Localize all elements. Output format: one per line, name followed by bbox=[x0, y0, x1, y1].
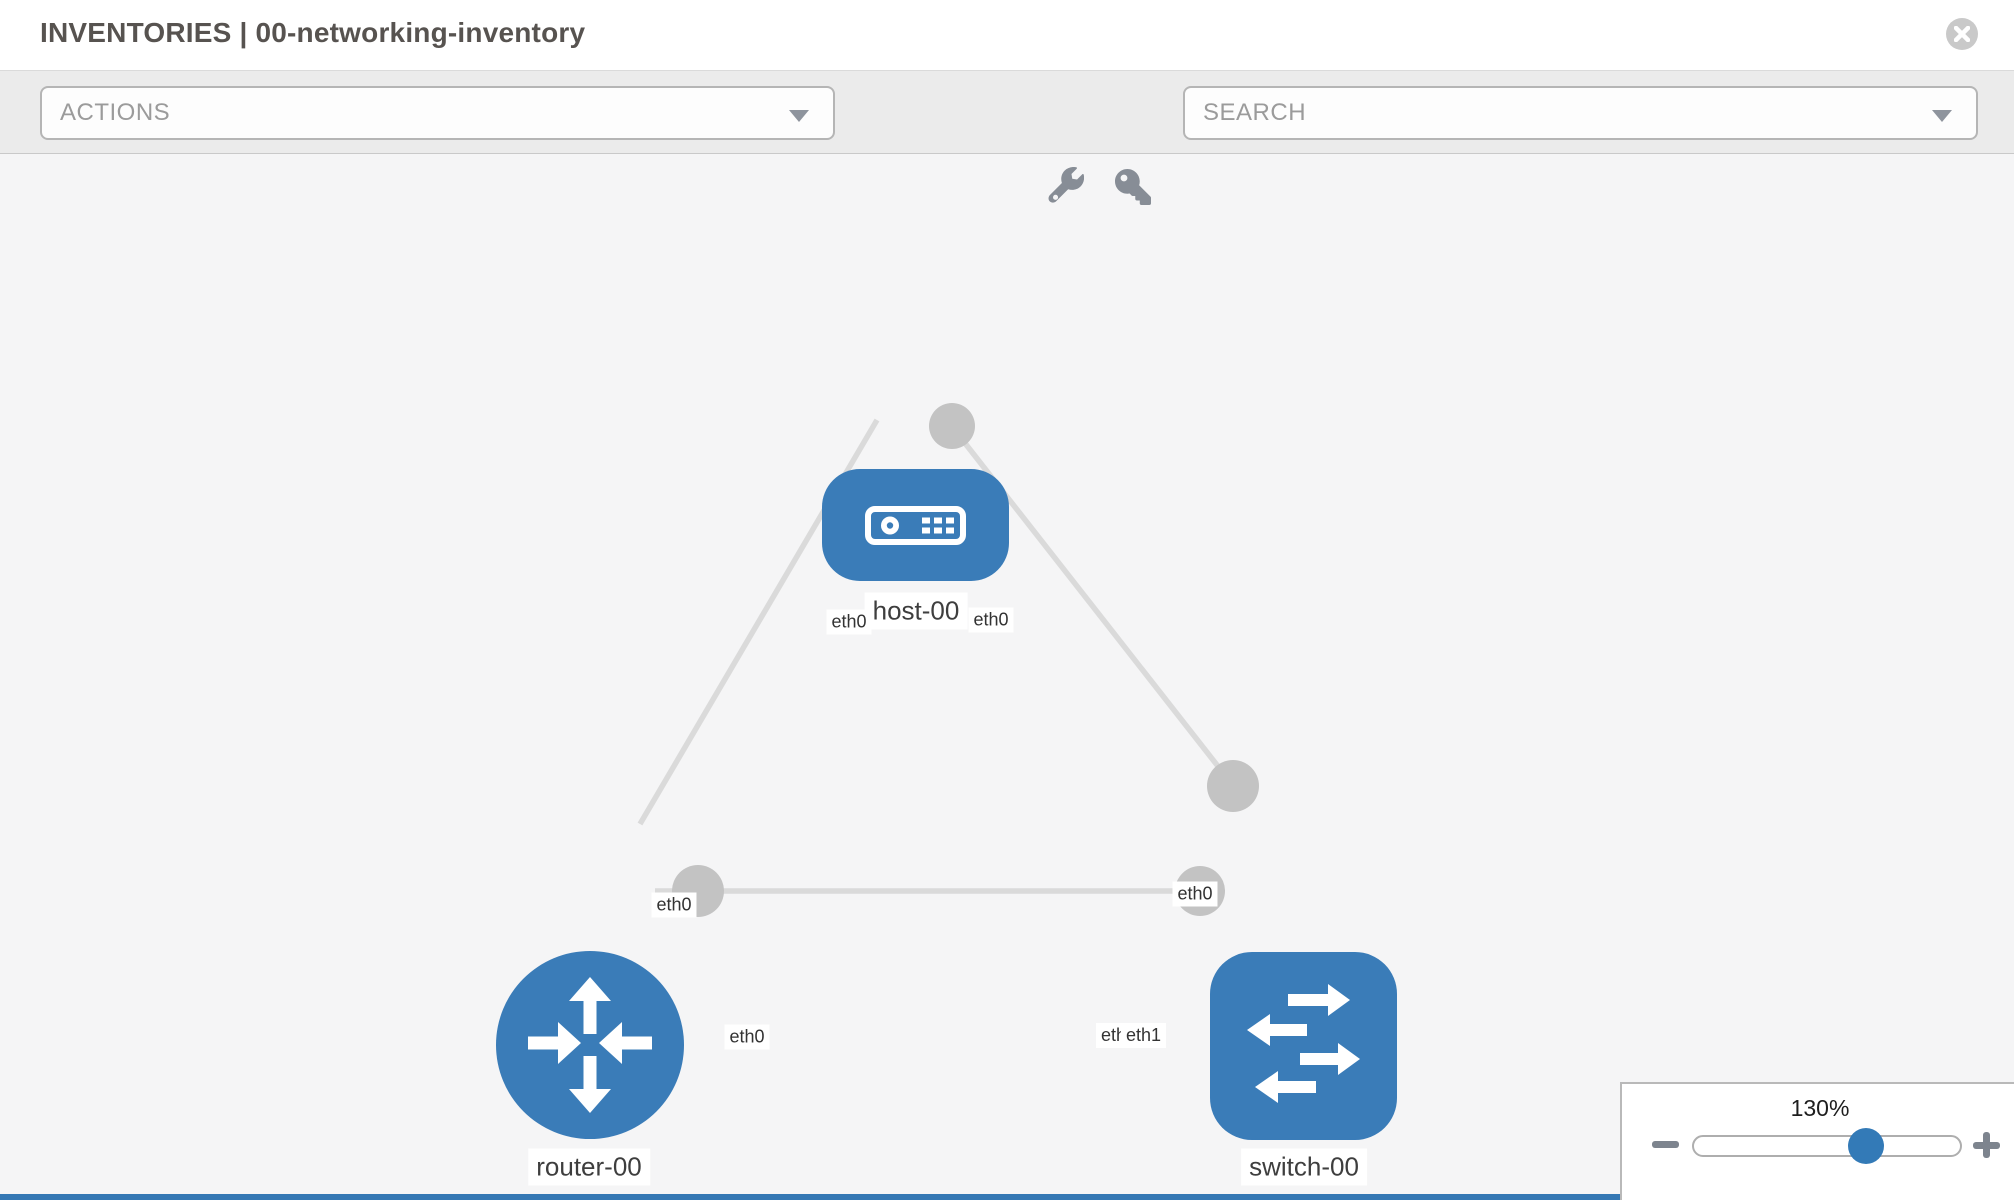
node-label-switch: switch-00 bbox=[1241, 1148, 1367, 1186]
zoom-out-button[interactable] bbox=[1652, 1141, 1679, 1148]
search-placeholder: SEARCH bbox=[1203, 99, 1307, 126]
wrench-icon[interactable] bbox=[1048, 166, 1085, 208]
connector-host-bottom bbox=[929, 403, 975, 449]
zoom-slider-handle[interactable] bbox=[1848, 1128, 1884, 1164]
node-label-host: host-00 bbox=[864, 592, 968, 630]
if-label-host-to-router: eth0 bbox=[826, 609, 872, 635]
search-dropdown[interactable]: SEARCH bbox=[1183, 86, 1978, 140]
zoom-panel: 130% bbox=[1620, 1082, 2014, 1200]
if-label-router-to-switch: eth0 bbox=[724, 1024, 770, 1050]
topology-edges bbox=[637, 403, 1259, 917]
chevron-down-icon bbox=[1932, 110, 1952, 122]
switch-icon bbox=[1247, 984, 1360, 1103]
host-icon bbox=[865, 506, 966, 545]
close-icon bbox=[1954, 26, 1970, 42]
toolbar: ACTIONS SEARCH bbox=[0, 71, 2014, 205]
router-icon bbox=[528, 977, 652, 1113]
zoom-slider[interactable] bbox=[1692, 1128, 1962, 1164]
key-icon[interactable] bbox=[1115, 169, 1151, 210]
if-label-switch-to-host: eth0 bbox=[1172, 881, 1218, 907]
if-label-router-to-host: eth0 bbox=[651, 892, 697, 918]
if-label-host-to-switch: eth0 bbox=[968, 607, 1014, 633]
node-router-00[interactable] bbox=[496, 951, 684, 1139]
header: INVENTORIES | 00-networking-inventory bbox=[0, 0, 2014, 71]
connector-switch-topleft bbox=[1207, 760, 1259, 812]
zoom-in-button[interactable] bbox=[1973, 1132, 2000, 1158]
bottom-accent-bar bbox=[0, 1194, 1620, 1200]
actions-dropdown[interactable]: ACTIONS bbox=[40, 86, 835, 140]
node-switch-00[interactable] bbox=[1210, 952, 1397, 1140]
page-title: INVENTORIES | 00-networking-inventory bbox=[40, 17, 586, 48]
actions-dropdown-label: ACTIONS bbox=[60, 99, 171, 126]
close-button[interactable] bbox=[1946, 18, 1978, 50]
chevron-down-icon bbox=[789, 110, 809, 122]
node-host-00[interactable] bbox=[822, 469, 1009, 581]
if-label-switch-to-router: eth1 bbox=[1121, 1023, 1167, 1048]
topology-canvas[interactable]: host-00 router-00 switch-00 eth0 eth0 et… bbox=[0, 154, 2014, 1200]
zoom-level: 130% bbox=[1790, 1095, 1850, 1121]
node-label-router: router-00 bbox=[528, 1148, 650, 1186]
